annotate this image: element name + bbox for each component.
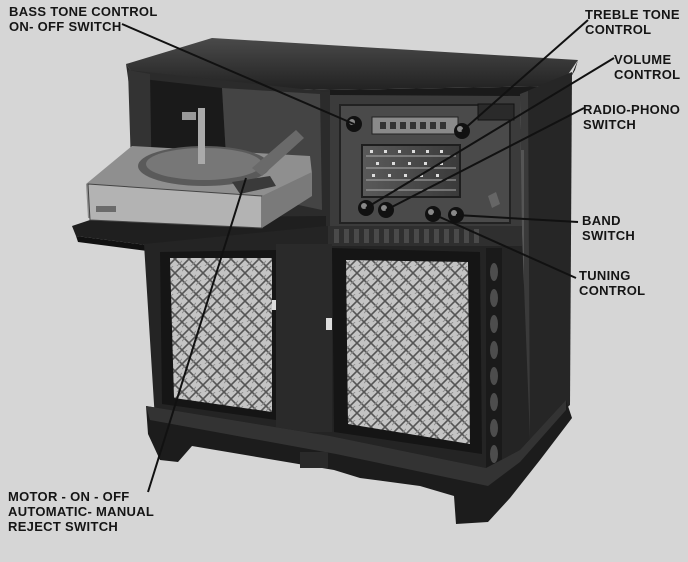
leader-radio-phono — [385, 107, 585, 211]
label-band-line-1: BAND — [582, 213, 621, 228]
label-motor-line-3: REJECT SWITCH — [8, 519, 119, 534]
label-volume: VOLUME CONTROL — [614, 52, 680, 82]
label-tuning-line-2: CONTROL — [579, 283, 646, 298]
door-knob — [326, 318, 332, 330]
cabinet-base — [146, 400, 572, 524]
label-volume-line-1: VOLUME — [614, 52, 672, 67]
center-stile — [276, 244, 332, 432]
label-volume-line-2: CONTROL — [614, 67, 681, 82]
label-bass-line-1: BASS TONE CONTROL — [9, 4, 158, 19]
label-tuning: TUNING CONTROL — [579, 268, 645, 298]
speaker-grille-right — [332, 248, 482, 454]
leader-volume — [365, 57, 615, 209]
radio-control-panel — [330, 95, 522, 232]
leader-bass — [121, 23, 355, 125]
label-radio-phono-line-1: RADIO-PHONO — [583, 102, 681, 117]
label-radio-phono: RADIO-PHONO SWITCH — [583, 102, 680, 132]
label-band-line-2: SWITCH — [582, 228, 636, 243]
record-changer — [86, 108, 312, 229]
label-bass-line-2: ON- OFF SWITCH — [9, 19, 122, 34]
label-motor-switch: MOTOR - ON - OFF AUTOMATIC- MANUAL REJEC… — [8, 489, 154, 534]
label-motor-line-2: AUTOMATIC- MANUAL — [8, 504, 155, 519]
leader-tuning — [432, 213, 577, 279]
leader-motor — [147, 177, 247, 493]
leader-lines — [121, 19, 615, 493]
label-tuning-line-1: TUNING — [579, 268, 631, 283]
label-treble-line-2: CONTROL — [585, 22, 652, 37]
label-band: BAND SWITCH — [582, 213, 635, 243]
label-treble-line-1: TREBLE TONE — [585, 7, 680, 22]
label-motor-line-1: MOTOR - ON - OFF — [8, 489, 130, 504]
label-treble-tone: TREBLE TONE CONTROL — [585, 7, 680, 37]
speaker-grille-left — [160, 250, 276, 420]
leader-band — [455, 214, 579, 223]
label-bass-tone: BASS TONE CONTROL ON- OFF SWITCH — [9, 4, 158, 34]
leader-treble — [461, 19, 589, 132]
label-radio-phono-line-2: SWITCH — [583, 117, 637, 132]
